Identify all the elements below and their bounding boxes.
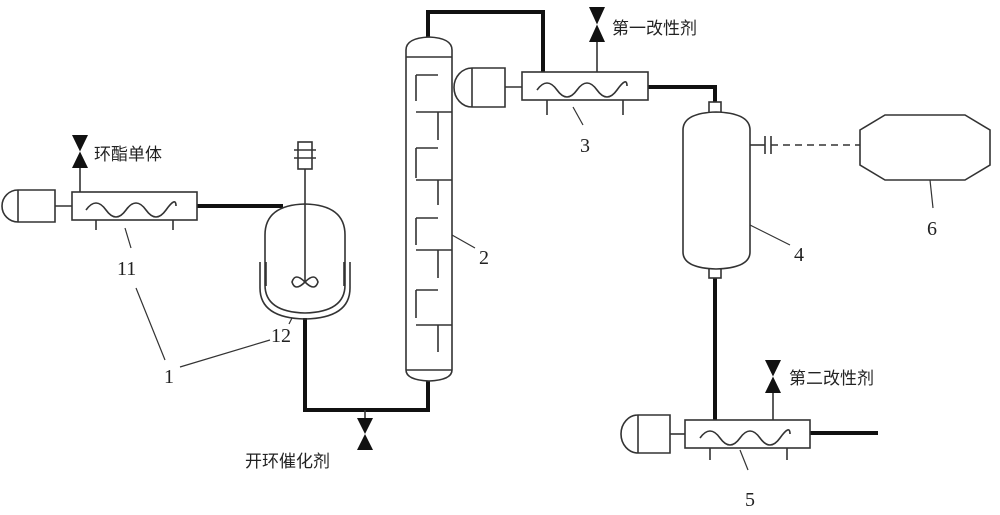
valve-icon — [72, 135, 88, 168]
label-12: 12 — [271, 325, 291, 347]
label-6: 6 — [927, 218, 937, 240]
pipe-column-to-extruder — [426, 10, 545, 72]
reactor — [259, 141, 351, 320]
label-2: 2 — [479, 247, 489, 269]
modifier1-valve-icon — [589, 7, 605, 42]
catalyst-valve-icon — [357, 418, 373, 450]
label-1: 1 — [164, 366, 174, 388]
feed-extruder — [1, 135, 198, 230]
tank — [682, 101, 860, 279]
extruder-barrel — [71, 191, 198, 221]
vessel — [859, 114, 991, 181]
catalyst-label: 开环催化剂 — [245, 452, 330, 472]
motor-icon — [453, 67, 506, 108]
pipe-extruder-to-tank — [648, 85, 717, 104]
monomer-label: 环酯单体 — [94, 145, 162, 165]
modifier2-label: 第二改性剂 — [789, 369, 874, 389]
screw-icon — [536, 81, 628, 98]
stirrer-motor-icon — [297, 141, 313, 170]
extruder-1 — [453, 7, 649, 115]
impeller-icon — [291, 276, 319, 288]
pipes — [197, 10, 878, 435]
motor-icon — [1, 189, 56, 223]
modifier1-label: 第一改性剂 — [612, 19, 697, 39]
leader-lines — [124, 106, 934, 471]
distillation-column — [405, 36, 453, 382]
extruder-2 — [620, 360, 811, 460]
label-3: 3 — [580, 135, 590, 157]
screw-icon — [85, 201, 177, 218]
label-5: 5 — [745, 489, 755, 511]
motor-icon — [620, 414, 671, 454]
pipe-reactor-to-column — [303, 318, 430, 412]
label-11: 11 — [117, 258, 136, 280]
label-4: 4 — [794, 244, 804, 266]
modifier2-valve-icon — [765, 360, 781, 393]
screw-icon — [699, 429, 791, 446]
